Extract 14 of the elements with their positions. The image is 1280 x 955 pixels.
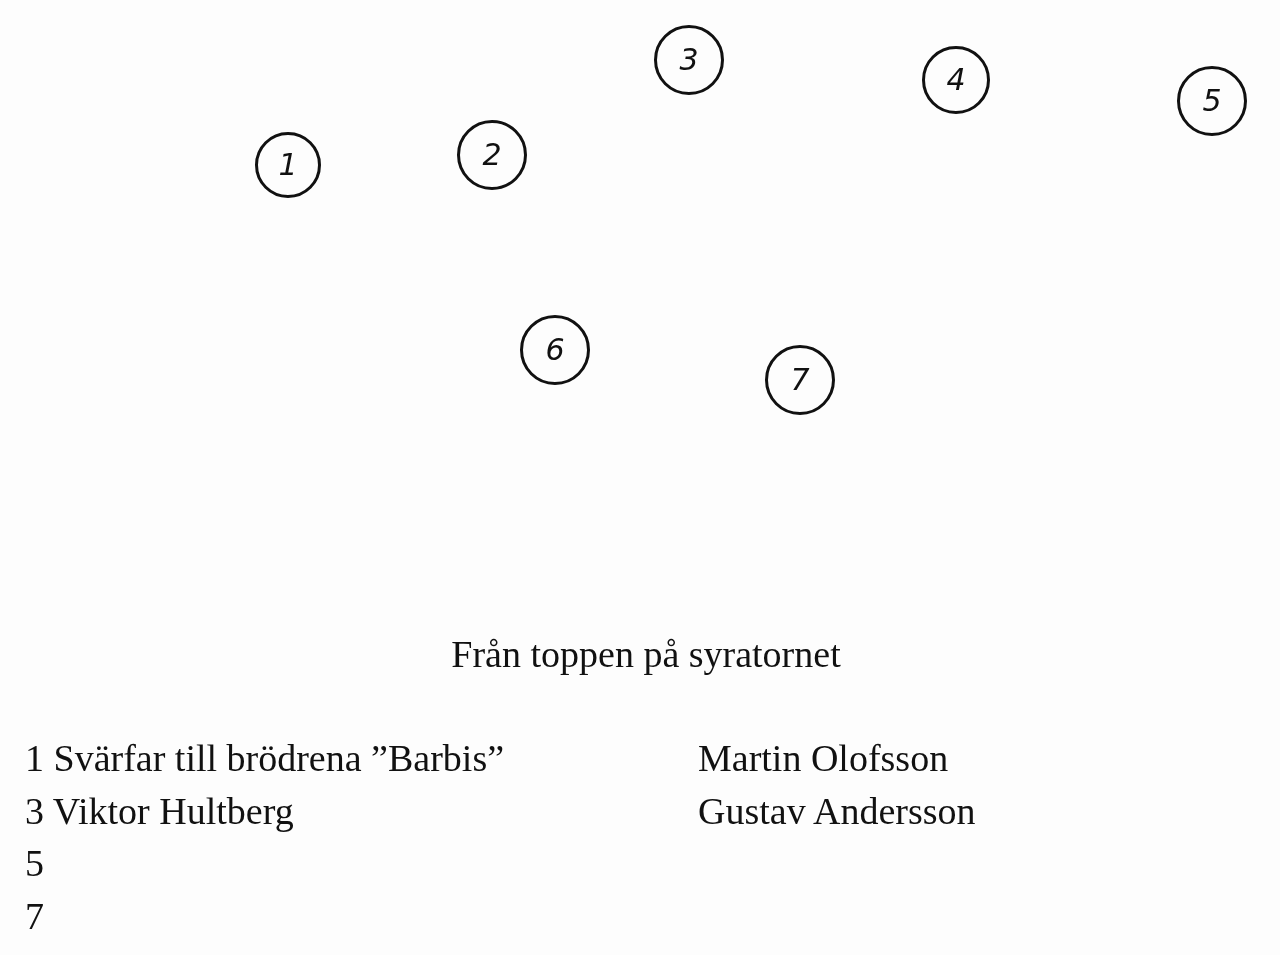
list-entry: 5 <box>25 841 44 886</box>
list-entry: Martin Olofsson <box>698 736 949 781</box>
numbered-circle: 2 <box>457 120 527 190</box>
numbered-circle: 1 <box>255 132 321 198</box>
numbered-circle: 6 <box>520 315 590 385</box>
numbered-circle: 5 <box>1177 66 1247 136</box>
list-entry: 1 Svärfar till brödrena ”Barbis” <box>25 736 505 781</box>
list-entry: 7 <box>25 893 44 939</box>
list-entry: 3 Viktor Hultberg <box>25 788 294 834</box>
caption: Från toppen på syratornet <box>450 632 842 677</box>
list-entry: Gustav Andersson <box>698 788 976 834</box>
numbered-circle: 7 <box>765 345 835 415</box>
numbered-circle: 4 <box>922 46 990 114</box>
numbered-circle: 3 <box>654 25 724 95</box>
